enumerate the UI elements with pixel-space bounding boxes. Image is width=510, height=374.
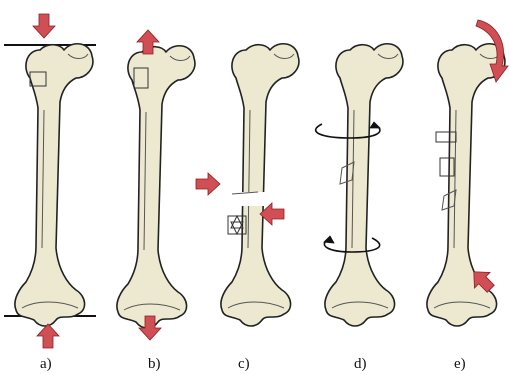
- panel-c-shear: c): [196, 44, 299, 372]
- torsion-arrowhead-bottom: [324, 236, 334, 243]
- panel-a-compression: a): [4, 14, 96, 372]
- shear-arrow-left: [196, 173, 220, 195]
- femur-b: [117, 46, 195, 328]
- panel-label-e: e): [454, 356, 466, 372]
- panel-label-a: a): [40, 356, 52, 372]
- panel-d-torsion: d): [316, 44, 403, 372]
- panel-e-bending: e): [427, 20, 508, 372]
- femur-a: [15, 44, 93, 326]
- femur-c: [221, 44, 299, 326]
- shear-gap: [210, 192, 280, 206]
- panel-label-b: b): [148, 356, 161, 372]
- femur-d: [325, 44, 403, 326]
- torsion-arrowhead-top: [370, 122, 380, 128]
- panel-b-tension: b): [117, 30, 195, 372]
- panel-label-d: d): [354, 356, 367, 372]
- shear-element-c: [231, 216, 243, 234]
- compression-arrow-bottom: [37, 324, 59, 348]
- panel-label-c: c): [238, 356, 250, 372]
- compression-arrow-top: [33, 14, 55, 38]
